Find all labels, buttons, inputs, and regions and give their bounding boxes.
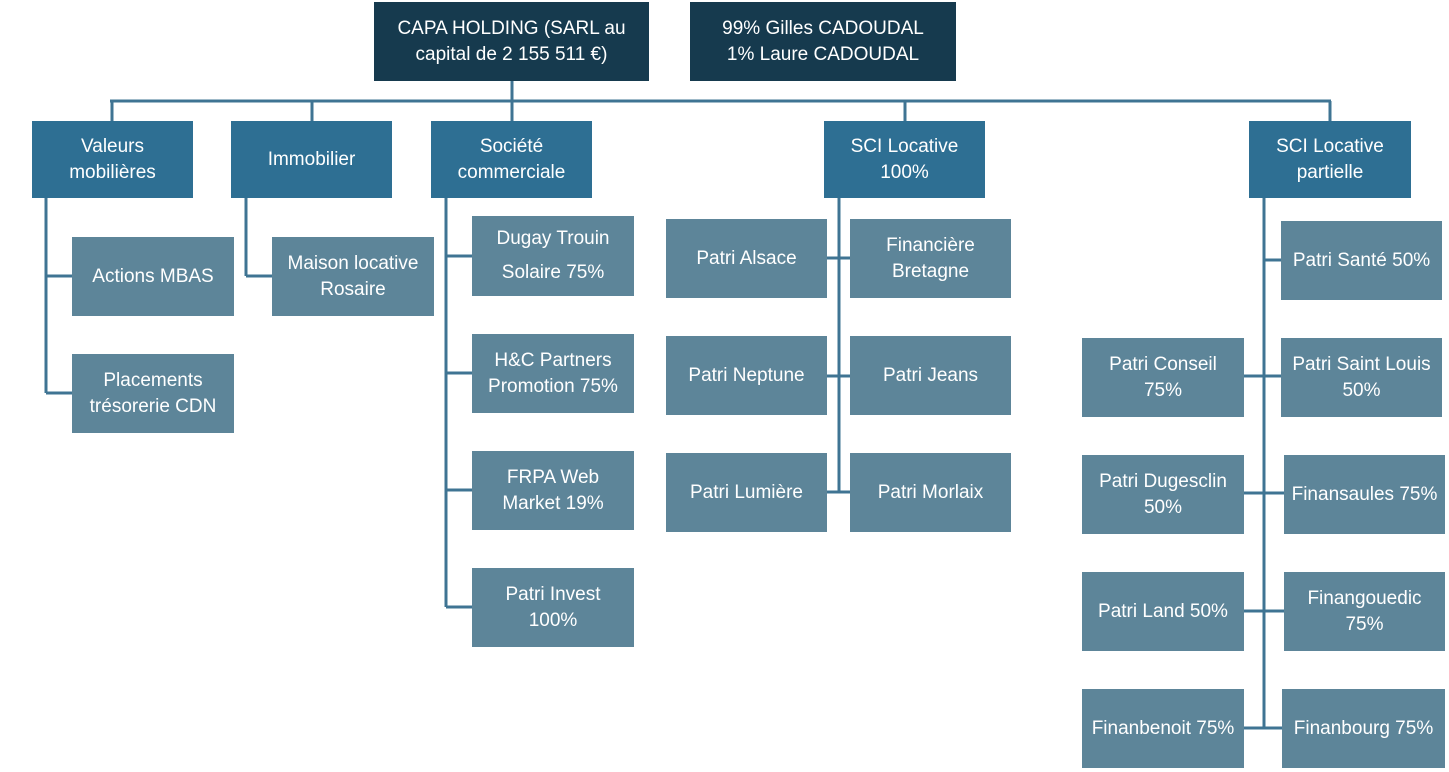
entity-label-line-1: Finangouedic xyxy=(1307,587,1422,609)
entity-patri-sante: Patri Santé 50% xyxy=(1281,221,1442,300)
entity-finansaules: Finansaules 75% xyxy=(1284,455,1445,534)
entity-financiere-bretagne: Financière Bretagne xyxy=(850,219,1011,298)
holding-name-line-2: capital de 2 155 511 €) xyxy=(415,43,608,65)
entity-patri-morlaix: Patri Morlaix xyxy=(850,453,1011,532)
entity-label-line-1: Maison locative xyxy=(287,252,419,274)
entity-label-line-1: Patri Lumière xyxy=(690,481,803,503)
holding-name-line-1: CAPA HOLDING (SARL au xyxy=(397,17,626,39)
entity-label-line-1: Finanbourg 75% xyxy=(1293,717,1434,739)
category-label-line-2: 100% xyxy=(880,161,929,183)
entity-label-line-2: Market 19% xyxy=(502,492,604,514)
entity-label-line-1: Patri Dugesclin xyxy=(1099,470,1227,492)
category-label-line-2: mobilières xyxy=(69,161,156,183)
shareholder-line-2: 1% Laure CADOUDAL xyxy=(726,43,920,65)
entity-label-line-1: Dugay Trouin xyxy=(496,228,610,249)
category-sci-locative-partielle: SCI Locative partielle xyxy=(1249,121,1411,198)
category-societe-commerciale: Société commerciale xyxy=(431,121,592,198)
entity-label-line-2: 50% xyxy=(1143,496,1183,518)
holding-box: CAPA HOLDING (SARL au capital de 2 155 5… xyxy=(374,2,649,81)
entity-label-line-2: Rosaire xyxy=(320,278,386,300)
entity-patri-land: Patri Land 50% xyxy=(1082,572,1244,651)
entity-label-line-1: Patri Saint Louis xyxy=(1292,353,1431,375)
entity-finanbenoit: Finanbenoit 75% xyxy=(1082,689,1244,768)
entity-patri-lumiere: Patri Lumière xyxy=(666,453,827,532)
category-label-line-1: SCI Locative xyxy=(850,135,959,157)
entity-patri-neptune: Patri Neptune xyxy=(666,336,827,415)
entity-placements-tresorerie: Placements trésorerie CDN xyxy=(72,354,234,433)
entity-label-line-1: Patri Alsace xyxy=(696,247,797,269)
entity-label-line-1: Finanbenoit 75% xyxy=(1091,717,1235,739)
entity-dugay-trouin: Dugay Trouin Solaire 75% xyxy=(472,216,634,296)
entity-label-line-1: Placements xyxy=(103,369,203,391)
entity-label-line-1: Patri Neptune xyxy=(688,364,805,386)
category-label-line-1: Immobilier xyxy=(267,148,356,170)
entity-maison-locative-rosaire: Maison locative Rosaire xyxy=(272,237,434,316)
entity-patri-invest: Patri Invest 100% xyxy=(472,568,634,647)
entity-label-line-1: Patri Conseil xyxy=(1109,353,1217,375)
entity-label-line-2: 50% xyxy=(1342,379,1381,401)
entity-frpa-web-market: FRPA Web Market 19% xyxy=(472,451,634,530)
entity-label-line-1: Finansaules 75% xyxy=(1291,483,1438,505)
entity-label-line-1: FRPA Web xyxy=(506,466,600,488)
entity-finangouedic: Finangouedic 75% xyxy=(1284,572,1445,651)
entity-label-line-2: trésorerie CDN xyxy=(89,395,217,417)
category-label-line-2: partielle xyxy=(1296,161,1364,183)
entity-patri-saint-louis: Patri Saint Louis 50% xyxy=(1281,338,1442,417)
category-label-line-1: Valeurs xyxy=(80,135,144,157)
category-label-line-2: commerciale xyxy=(457,161,566,183)
category-valeurs-mobilieres: Valeurs mobilières xyxy=(32,121,193,198)
shareholders-box: 99% Gilles CADOUDAL 1% Laure CADOUDAL xyxy=(690,2,956,81)
entity-label-line-1: Patri Morlaix xyxy=(877,481,984,503)
entity-patri-conseil: Patri Conseil 75% xyxy=(1082,338,1244,417)
entity-label-line-2: Solaire 75% xyxy=(501,262,605,283)
entity-label-line-1: Patri Invest xyxy=(505,583,601,605)
entity-label-line-1: Patri Land 50% xyxy=(1098,600,1228,622)
entity-patri-alsace: Patri Alsace xyxy=(666,219,827,298)
entity-label-line-2: Promotion 75% xyxy=(488,375,618,397)
entity-label-line-2: 100% xyxy=(528,609,578,631)
entity-label-line-1: Actions MBAS xyxy=(92,265,214,287)
entity-label-line-1: H&C Partners xyxy=(494,349,612,371)
category-label-line-1: Société xyxy=(479,135,544,157)
entity-actions-mbas: Actions MBAS xyxy=(72,237,234,316)
entity-patri-jeans: Patri Jeans xyxy=(850,336,1011,415)
entity-label-line-1: Patri Santé 50% xyxy=(1292,249,1431,271)
category-sci-locative: SCI Locative 100% xyxy=(824,121,985,198)
entity-label-line-2: 75% xyxy=(1143,379,1183,401)
category-label-line-1: SCI Locative xyxy=(1276,135,1384,157)
shareholder-line-1: 99% Gilles CADOUDAL xyxy=(722,17,924,39)
entity-label-line-2: Bretagne xyxy=(891,260,970,282)
entity-label-line-2: 75% xyxy=(1345,613,1384,635)
entity-label-line-1: Patri Jeans xyxy=(882,364,979,386)
category-immobilier: Immobilier xyxy=(231,121,392,198)
entity-hc-partners: H&C Partners Promotion 75% xyxy=(472,334,634,413)
entity-label-line-1: Financière xyxy=(886,234,975,256)
entity-finanbourg: Finanbourg 75% xyxy=(1282,689,1445,768)
entity-patri-dugesclin: Patri Dugesclin 50% xyxy=(1082,455,1244,534)
